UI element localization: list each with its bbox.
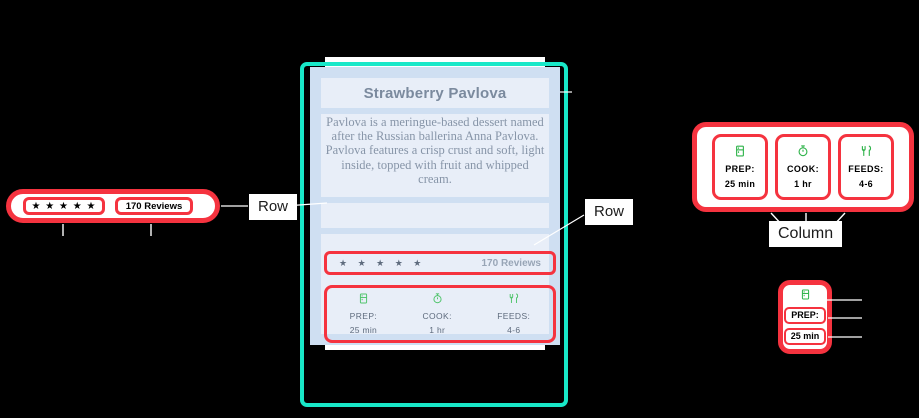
exploded-stat-cell-feeds: FEEDS: 4-6 <box>838 134 894 200</box>
stat-label: FEEDS: <box>848 164 884 174</box>
stat-label: COOK: <box>787 164 819 174</box>
rating-band <box>321 203 549 228</box>
exploded-star-rating: ★ ★ ★ ★ ★ <box>23 197 105 215</box>
stat-value: 25 min <box>724 179 756 189</box>
stat-value: 1 hr <box>429 325 446 335</box>
recipe-card: Strawberry Pavlova Pavlova is a meringue… <box>310 67 560 345</box>
stat-cell-cook: COOK: 1 hr <box>422 293 451 335</box>
highlight-stats-row: PREP: 25 min COOK: 1 hr <box>324 285 556 343</box>
stopwatch-icon <box>797 145 809 159</box>
stat-label: COOK: <box>422 311 452 321</box>
exploded-single-stat-cell: PREP: 25 min <box>778 280 832 354</box>
fridge-icon <box>734 145 746 159</box>
annotation-column: Column <box>769 221 843 247</box>
cutlery-icon <box>508 293 519 307</box>
stat-cell-prep: PREP: 25 min <box>350 293 378 335</box>
exploded-stat-cell-prep: PREP: 25 min <box>712 134 768 200</box>
description-band <box>321 114 549 197</box>
star-rating-glyphs: ★ ★ ★ ★ ★ <box>339 257 426 268</box>
stat-cell-feeds: FEEDS: 4-6 <box>497 293 530 335</box>
exploded-stats-row: PREP: 25 min COOK: 1 hr <box>692 122 914 212</box>
exploded-stat-cell-cook: COOK: 1 hr <box>775 134 831 200</box>
stat-value: 4-6 <box>859 179 873 189</box>
container-outline-highlight <box>300 62 568 407</box>
stats-band <box>321 234 549 334</box>
reviews-label: 170 Reviews <box>481 257 542 269</box>
stopwatch-icon <box>432 293 443 307</box>
stat-label: PREP: <box>725 164 755 174</box>
stat-value: 4-6 <box>507 325 521 335</box>
card-title: Strawberry Pavlova <box>363 84 507 102</box>
exploded-reviews-count: 170 Reviews <box>115 197 193 215</box>
highlight-rating-row: ★ ★ ★ ★ ★ 170 Reviews <box>324 251 556 275</box>
card-description: Pavlova is a meringue-based dessert name… <box>325 115 545 186</box>
fridge-icon <box>800 289 811 303</box>
annotation-row-stats: Row <box>585 199 634 225</box>
exploded-rating-row: ★ ★ ★ ★ ★ 170 Reviews <box>6 189 220 223</box>
stat-label: PREP: <box>784 307 826 324</box>
stat-label: FEEDS: <box>497 311 531 321</box>
stat-value: 25 min <box>783 328 827 345</box>
card-preview-region: Strawberry Pavlova Pavlova is a meringue… <box>300 57 578 411</box>
fridge-icon <box>358 293 369 307</box>
reviews-label: 170 Reviews <box>125 200 183 212</box>
cutlery-icon <box>860 145 872 159</box>
stat-value: 25 min <box>349 325 378 335</box>
title-band <box>321 78 549 108</box>
annotation-row-rating: Row <box>249 194 298 220</box>
star-rating-glyphs: ★ ★ ★ ★ ★ <box>31 200 97 212</box>
stat-label: PREP: <box>349 311 378 321</box>
stat-value: 1 hr <box>794 179 812 189</box>
